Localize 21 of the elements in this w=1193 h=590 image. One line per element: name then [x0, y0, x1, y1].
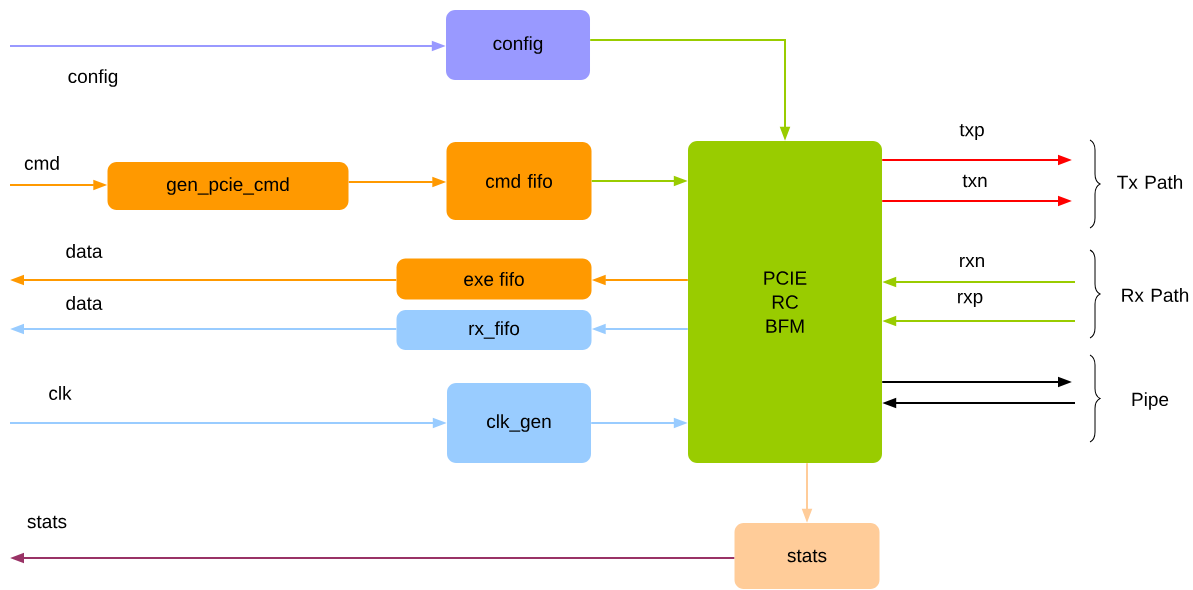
edge-label: config — [68, 69, 118, 87]
edge-label: data — [66, 244, 103, 258]
block-box: exe fifo — [396, 258, 592, 300]
block-box: gen_pcie_cmd — [107, 162, 349, 210]
group-label: Tx Path — [1117, 175, 1183, 189]
edge-label: clk — [49, 386, 72, 400]
block-box: config — [446, 10, 590, 80]
edge-label: cmd — [24, 156, 59, 170]
edge-label: data — [66, 296, 103, 310]
block-box: clk_gen — [447, 383, 591, 463]
edge-label: rxn — [960, 256, 984, 268]
edge-label: rxp — [958, 292, 983, 308]
block-box: rx_fifo — [396, 310, 592, 350]
block-box: cmd fifo — [446, 142, 592, 220]
edge-label: stats — [27, 515, 67, 529]
edge-label: txn — [962, 174, 987, 188]
edge-label: txp — [959, 123, 984, 141]
group-label: Rx Path — [1122, 288, 1189, 302]
block-box: stats — [734, 523, 880, 589]
block-box: PCIE RC BFM — [688, 141, 882, 463]
group-label: Pipe — [1132, 392, 1169, 410]
